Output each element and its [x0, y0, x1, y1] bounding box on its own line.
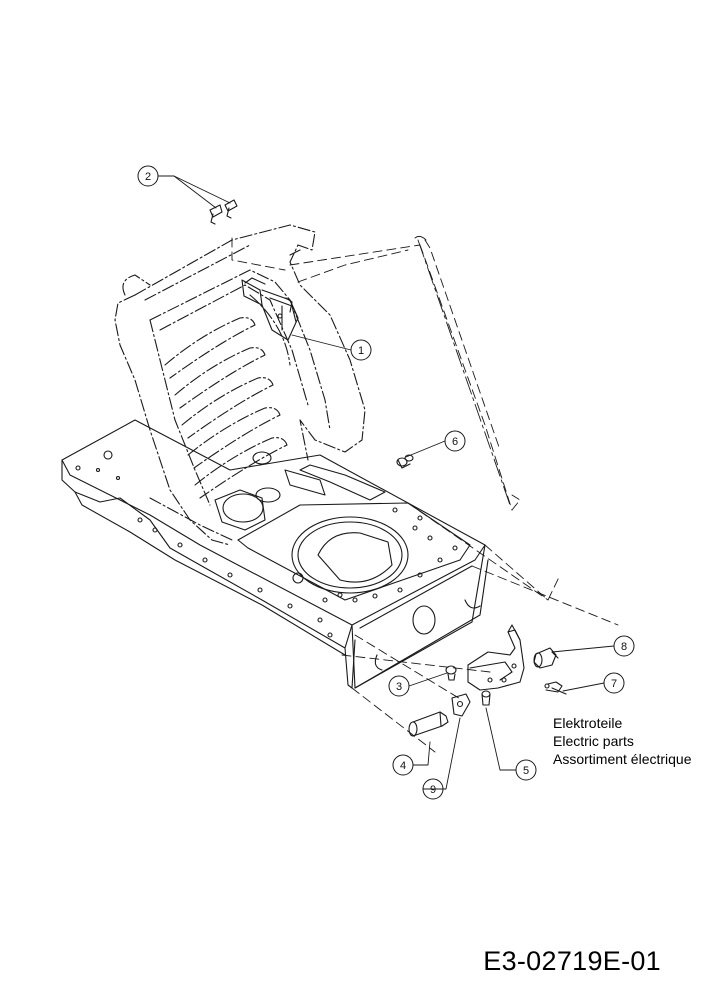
- chassis-frame: [61, 419, 489, 689]
- callout-5-circle: [515, 759, 537, 781]
- callout-1-circle: [350, 339, 372, 361]
- caption-line-english: Electric parts: [553, 733, 634, 749]
- callout-2-label: 2: [145, 171, 151, 183]
- callout-9-label: 9: [430, 784, 436, 796]
- callout-6-circle: [444, 430, 466, 452]
- screw-part-3: [445, 665, 457, 681]
- wire-clip-part-7: [544, 681, 567, 695]
- leader-lines: [157, 175, 615, 790]
- callout-9-circle: [422, 778, 444, 800]
- callout-4-label: 4: [400, 760, 406, 772]
- plug-part-8: [533, 647, 559, 669]
- seat-outline: [114, 224, 366, 546]
- callout-7-circle: [603, 672, 625, 694]
- nut-part-6: [396, 454, 414, 469]
- caption-line-french: Assortiment électrique: [553, 751, 692, 767]
- callout-8-label: 8: [621, 641, 627, 653]
- spacer-part-5: [481, 690, 491, 706]
- document-number: E3-02719E-01: [483, 946, 661, 976]
- callout-7-label: 7: [611, 678, 617, 690]
- seat-switch-part-1: [241, 277, 299, 341]
- callout-circles: [137, 165, 635, 800]
- callout-2-circle: [137, 165, 159, 187]
- callout-5-label: 5: [523, 765, 529, 777]
- switch-bracket-part-5: [467, 624, 525, 691]
- callout-3-label: 3: [396, 681, 402, 693]
- link-line: [414, 235, 511, 506]
- assembly-lines: [231, 237, 619, 753]
- callout-1-label: 1: [358, 345, 364, 357]
- screws-part-2: [209, 199, 238, 225]
- diagram-caption: Elektroteile Electric parts Assortiment …: [553, 714, 692, 768]
- caption-line-german: Elektroteile: [553, 715, 623, 731]
- callout-8-circle: [613, 635, 635, 657]
- bolt-part-4: [408, 711, 449, 737]
- callout-4-circle: [392, 754, 414, 776]
- clip-part-9: [451, 693, 471, 717]
- callout-6-label: 6: [452, 436, 458, 448]
- callout-3-circle: [388, 675, 410, 697]
